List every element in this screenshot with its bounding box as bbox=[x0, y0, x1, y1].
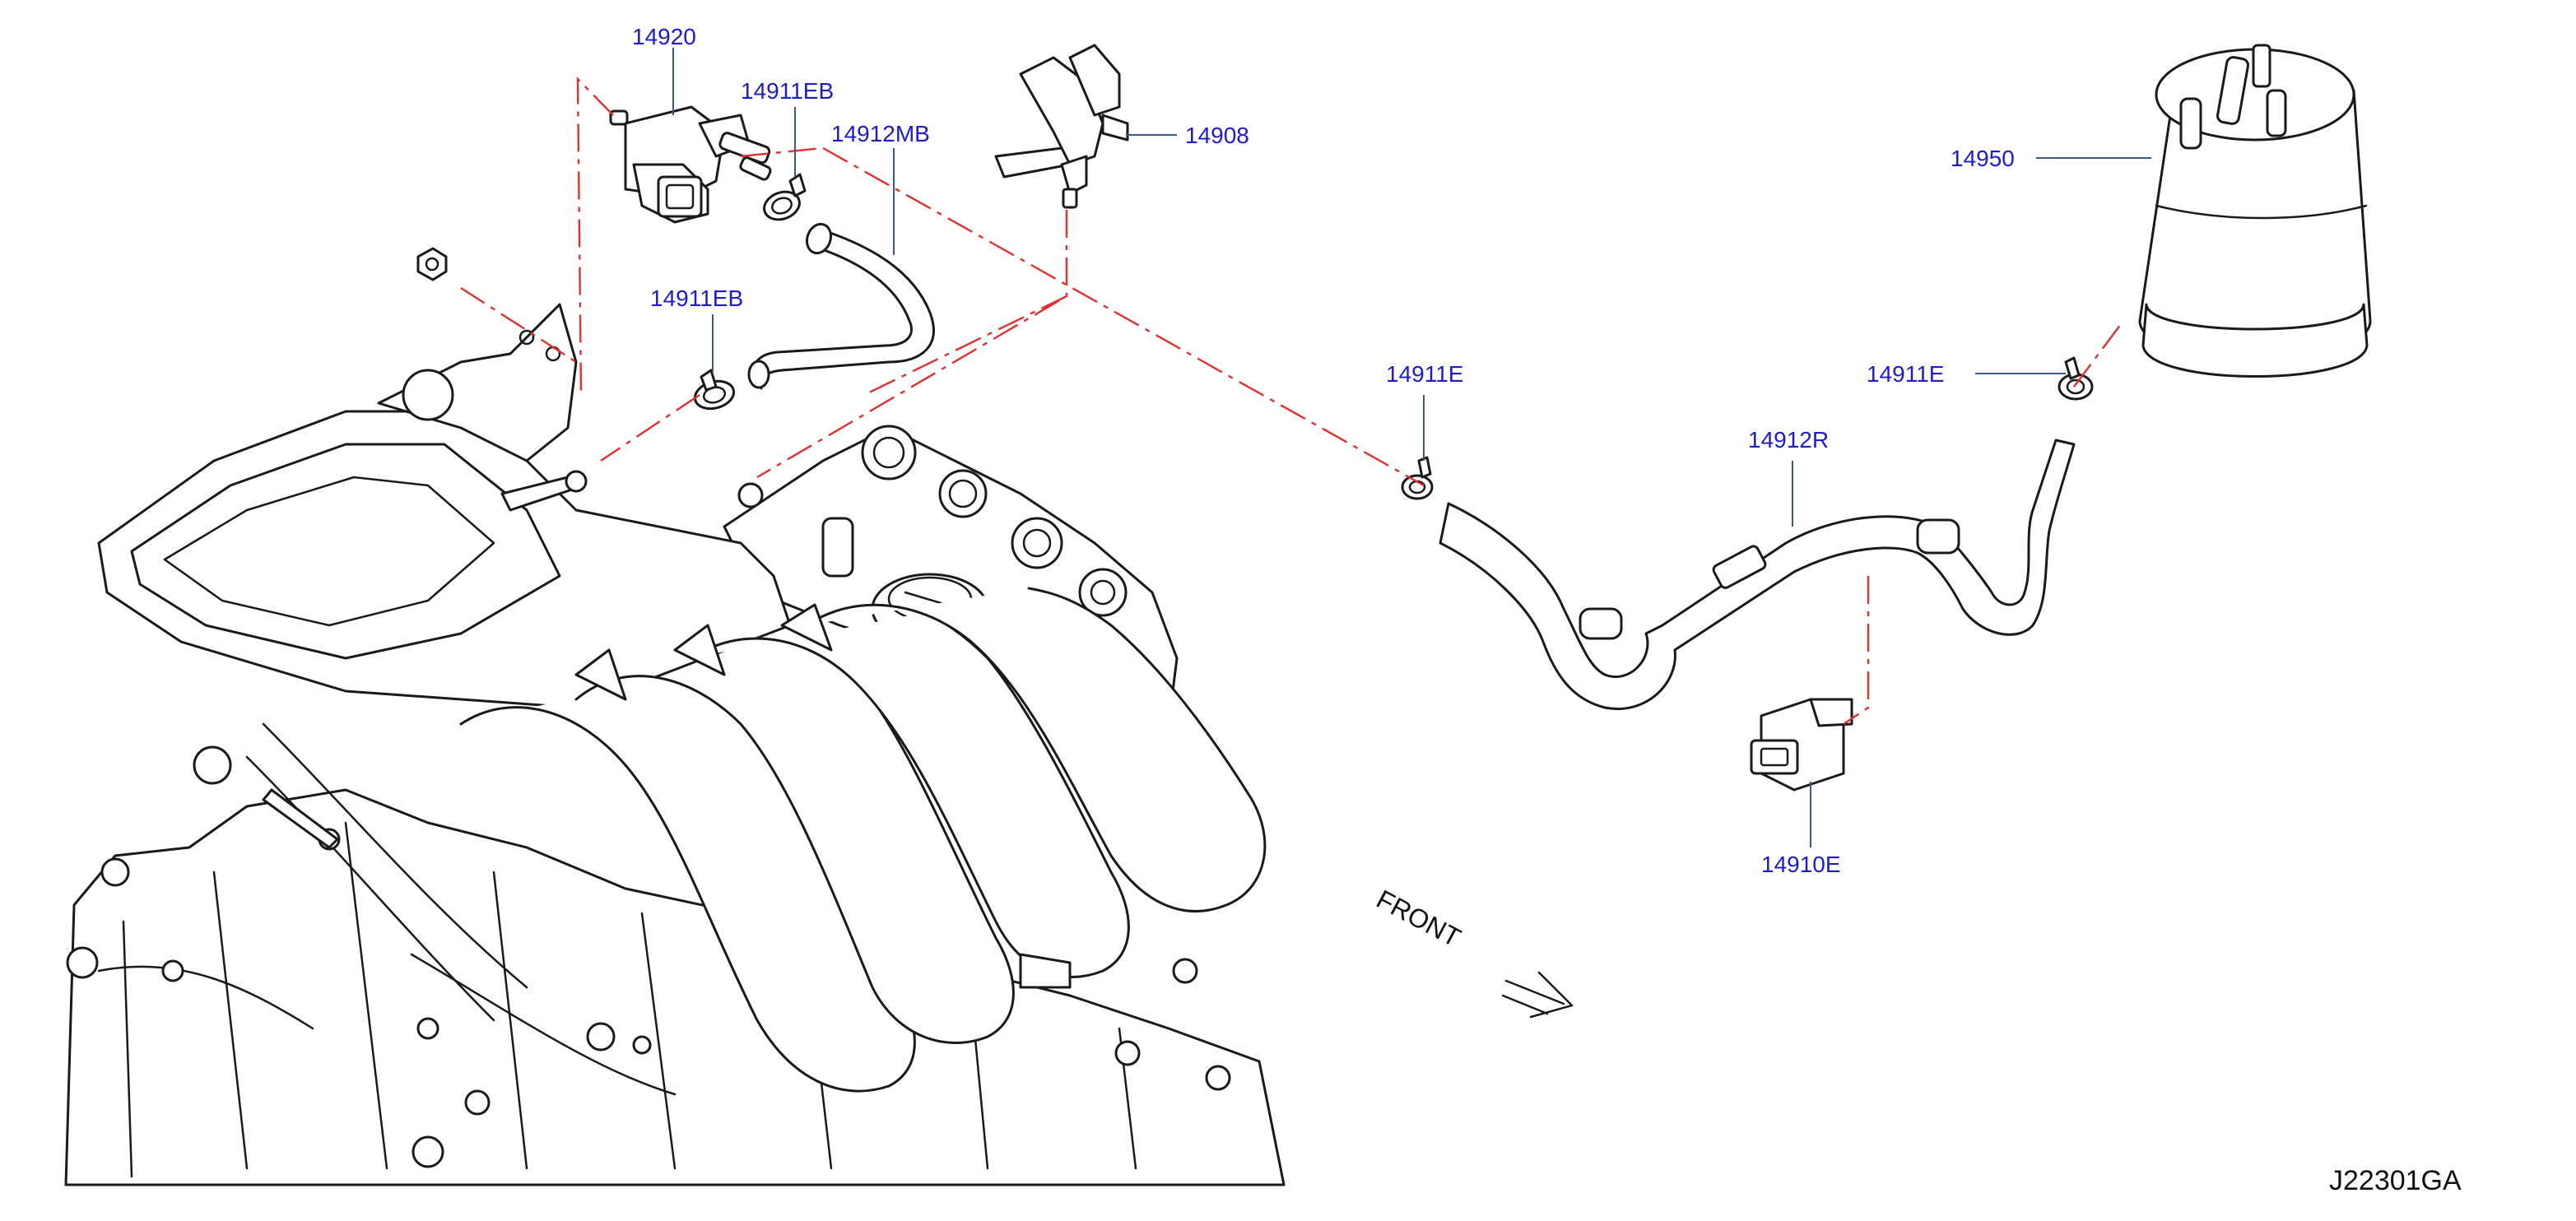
hose-14912mb[interactable] bbox=[747, 221, 935, 390]
hose-clamp-14911e-right[interactable] bbox=[2058, 356, 2094, 401]
phantom-lines bbox=[460, 77, 2124, 725]
callout-labels: 14920 14911EB 14912MB 14908 14911EB 1495… bbox=[632, 24, 2015, 877]
hose-14912r[interactable] bbox=[1439, 439, 2076, 710]
callout-14911e-right: 14911E bbox=[1867, 361, 1944, 387]
evap-canister-14950[interactable] bbox=[2138, 44, 2372, 378]
callout-14912mb: 14912MB bbox=[831, 121, 930, 146]
hose-clamp-14911eb-mid[interactable] bbox=[692, 369, 737, 413]
connector-clip-14910e[interactable] bbox=[1750, 698, 1853, 792]
callout-14911eb-mid: 14911EB bbox=[650, 286, 743, 311]
callout-14950: 14950 bbox=[1951, 146, 2015, 171]
callout-14911eb-top: 14911EB bbox=[741, 78, 834, 104]
front-arrow-icon bbox=[1501, 971, 1574, 1019]
callout-14920: 14920 bbox=[632, 24, 696, 49]
leader-lines bbox=[672, 48, 2151, 847]
nut bbox=[416, 247, 448, 281]
callout-14908: 14908 bbox=[1185, 123, 1249, 148]
callout-14912r: 14912R bbox=[1748, 427, 1829, 453]
bracket-14908[interactable] bbox=[994, 44, 1129, 209]
hose-clamp-14911eb-top[interactable] bbox=[760, 173, 807, 225]
front-direction-indicator: FRONT bbox=[1372, 884, 1574, 1019]
purge-control-valve-14920[interactable] bbox=[609, 105, 772, 224]
hose-clamp-14911e-left[interactable] bbox=[1401, 456, 1434, 500]
engine-intake-manifold-assembly bbox=[64, 303, 1286, 1186]
callout-14911e-left: 14911E bbox=[1386, 361, 1463, 387]
callout-14910e: 14910E bbox=[1761, 852, 1841, 877]
drawing-code: J22301GA bbox=[2329, 1165, 2462, 1196]
front-label: FRONT bbox=[1372, 884, 1466, 953]
